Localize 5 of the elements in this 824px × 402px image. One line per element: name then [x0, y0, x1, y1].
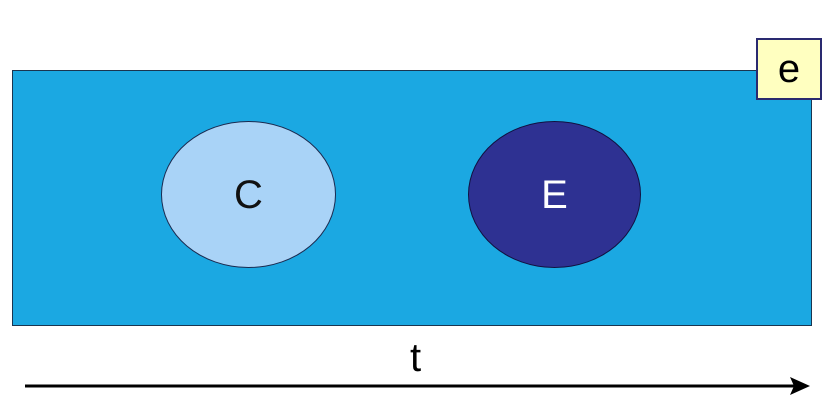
node-label: C — [234, 174, 263, 214]
node-label: e — [778, 49, 800, 89]
node-label: E — [541, 174, 568, 214]
label-box — [756, 38, 822, 100]
axis-label: t — [410, 338, 422, 378]
